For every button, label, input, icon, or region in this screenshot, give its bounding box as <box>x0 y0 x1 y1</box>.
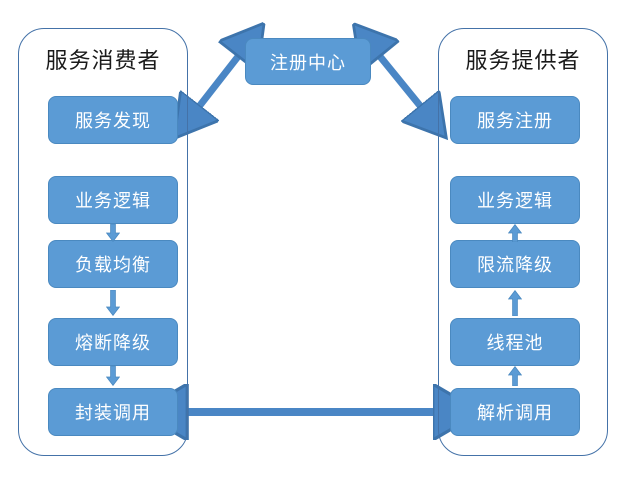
node-consumer-load-balance[interactable]: 负载均衡 <box>48 240 178 288</box>
node-consumer-business-logic[interactable]: 业务逻辑 <box>48 176 178 224</box>
node-provider-rate-limit[interactable]: 限流降级 <box>450 240 580 288</box>
node-provider-parse-call[interactable]: 解析调用 <box>450 388 580 436</box>
arrow-provider-5-to-4 <box>508 366 522 396</box>
panel-service-consumer <box>18 28 188 456</box>
panel-title-service-consumer: 服务消费者 <box>45 48 161 73</box>
arrow-consumer-2-to-3 <box>106 224 120 254</box>
panel-title-service-provider: 服务提供者 <box>465 48 581 73</box>
arrow-provider-4-to-3 <box>508 290 522 320</box>
node-provider-business-logic[interactable]: 业务逻辑 <box>450 176 580 224</box>
panel-service-provider <box>438 28 608 456</box>
arrow-registry-consumer <box>194 54 240 113</box>
node-provider-service-register[interactable]: 服务注册 <box>450 96 580 144</box>
node-provider-thread-pool[interactable]: 线程池 <box>450 318 580 366</box>
node-registry-center[interactable]: 注册中心 <box>245 38 371 85</box>
arrow-provider-3-to-2 <box>508 224 522 254</box>
arrow-consumer-4-to-5 <box>106 366 120 396</box>
node-consumer-encapsulate-call[interactable]: 封装调用 <box>48 388 178 436</box>
arrow-registry-provider <box>378 54 426 113</box>
node-consumer-circuit-breaker[interactable]: 熔断降级 <box>48 318 178 366</box>
node-consumer-service-discovery[interactable]: 服务发现 <box>48 96 178 144</box>
arrow-consumer-3-to-4 <box>106 290 120 320</box>
